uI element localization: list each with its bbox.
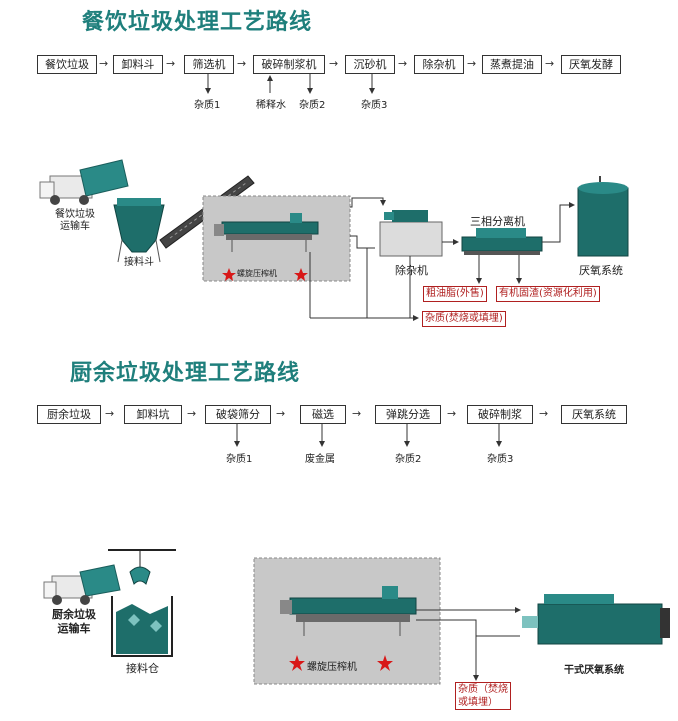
- dry-anaerobic-label: 干式厌氧系统: [564, 665, 624, 676]
- arrow-icon: →: [447, 407, 457, 420]
- oil-output-label: 粗油脂(外售): [423, 286, 487, 302]
- residue-output-label: 有机固渣(资源化利用): [496, 286, 600, 302]
- flow-box: 厌氧发酵: [561, 55, 621, 74]
- receiving-bin-icon: [111, 596, 173, 657]
- hopper-icon: [113, 198, 165, 263]
- anaerobic-tank-icon: [577, 176, 629, 257]
- impurity-output-label: 杂质（焚烧 或填埋）: [455, 682, 511, 710]
- separator-label: 三相分离机: [470, 215, 525, 228]
- garbage-truck-icon: [43, 564, 121, 605]
- arrow-icon: →: [276, 407, 286, 420]
- separator-icon: [461, 228, 543, 255]
- arrow-icon: →: [99, 57, 109, 70]
- remover-label: 除杂机: [395, 264, 428, 277]
- arrow-icon: →: [105, 407, 115, 420]
- screw-press-icon: [214, 213, 319, 252]
- dry-anaerobic-icon: [522, 594, 670, 645]
- arrow-icon: →: [398, 57, 408, 70]
- garbage-truck-icon: [39, 159, 129, 205]
- flow-box: 筛选机: [184, 55, 234, 74]
- anaerobic-label: 厌氧系统: [579, 264, 623, 277]
- arrow-icon: →: [166, 57, 176, 70]
- bin-label: 接料仓: [126, 662, 159, 675]
- section2-title: 厨余垃圾处理工艺路线: [70, 361, 301, 386]
- arrow-icon: →: [467, 57, 477, 70]
- star-icon: [222, 268, 236, 281]
- impurity-label: 杂质3: [361, 100, 388, 111]
- press-label: 螺旋压榨机: [237, 269, 277, 278]
- arrow-icon: →: [329, 57, 339, 70]
- impurity-label: 杂质2: [299, 100, 326, 111]
- hopper-label: 接料斗: [124, 257, 154, 268]
- arrow-icon: →: [545, 57, 555, 70]
- impurity-label: 杂质1: [194, 100, 221, 111]
- impurity-label: 杂质2: [395, 454, 422, 465]
- arrow-icon: →: [352, 407, 362, 420]
- flow-box: 餐饮垃圾: [37, 55, 97, 74]
- impurity-output-label: 杂质(焚烧或填埋): [422, 311, 506, 327]
- section1-title: 餐饮垃圾处理工艺路线: [82, 10, 313, 35]
- flow-box: 厨余垃圾: [37, 405, 101, 424]
- flow-box: 蒸煮提油: [482, 55, 542, 74]
- flow-box: 破碎制浆: [467, 405, 533, 424]
- star-icon: [289, 655, 305, 671]
- grab-crane-icon: [108, 549, 176, 585]
- flow-box: 除杂机: [414, 55, 464, 74]
- flow-box: 卸料坑: [124, 405, 182, 424]
- dilution-water-label: 稀释水: [256, 100, 286, 111]
- flow-box: 沉砂机: [345, 55, 395, 74]
- flow-box: 破袋筛分: [205, 405, 271, 424]
- arrow-icon: →: [539, 407, 549, 420]
- impurity-remover-icon: [379, 210, 443, 257]
- impurity-label: 杂质3: [487, 454, 514, 465]
- arrow-icon: →: [187, 407, 197, 420]
- flow-box: 弹跳分选: [375, 405, 441, 424]
- star-icon: [377, 655, 393, 671]
- press-label: 螺旋压榨机: [307, 662, 357, 673]
- screw-press-icon: [280, 586, 417, 636]
- star-icon: [294, 268, 308, 281]
- impurity-label: 杂质1: [226, 454, 253, 465]
- flow-box: 破碎制浆机: [253, 55, 325, 74]
- flow-box: 磁选: [300, 405, 346, 424]
- scrap-metal-label: 废金属: [305, 454, 335, 465]
- flow-box: 卸料斗: [113, 55, 163, 74]
- truck-label: 厨余垃圾 运输车: [52, 608, 96, 635]
- truck-label: 餐饮垃圾 运输车: [55, 209, 95, 232]
- flow-box: 厌氧系统: [561, 405, 627, 424]
- arrow-icon: →: [237, 57, 247, 70]
